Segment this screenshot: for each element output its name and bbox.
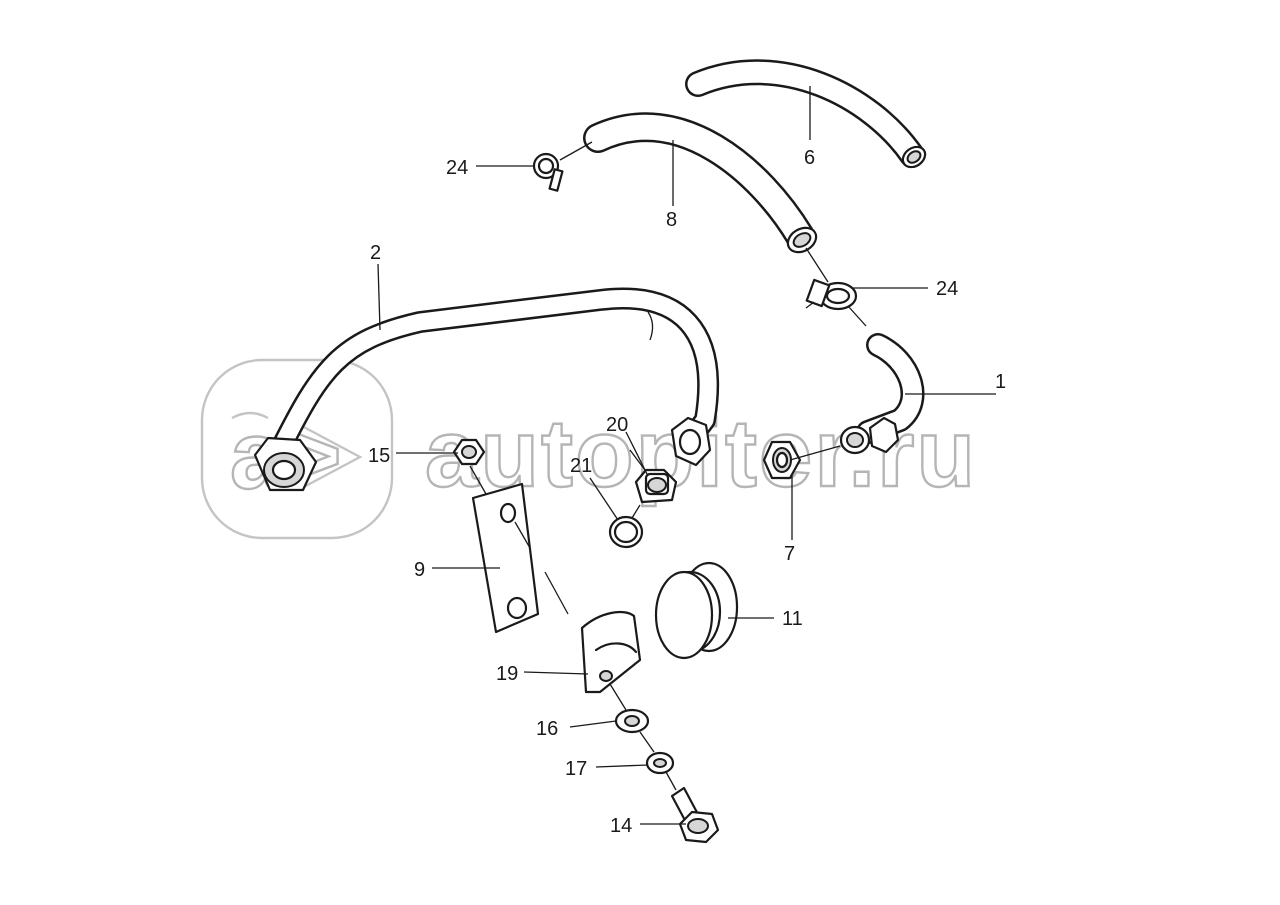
callout-21: 21 bbox=[570, 455, 592, 477]
callout-11: 11 bbox=[782, 608, 803, 630]
part-24-clamp-lower bbox=[805, 278, 858, 311]
callout-6: 6 bbox=[804, 147, 815, 169]
callout-19: 19 bbox=[496, 663, 518, 685]
callout-24-lower: 24 bbox=[936, 278, 958, 300]
callout-20: 20 bbox=[606, 414, 628, 436]
callout-9: 9 bbox=[414, 559, 425, 581]
callout-2: 2 bbox=[370, 242, 381, 264]
part-21-washer bbox=[608, 515, 644, 549]
part-15-nut bbox=[452, 438, 486, 466]
callout-7: 7 bbox=[784, 543, 795, 565]
part-1-pipe bbox=[839, 333, 925, 455]
watermark-logo-frame bbox=[200, 358, 394, 540]
part-11-grommet bbox=[654, 561, 739, 660]
part-6-hose bbox=[685, 59, 927, 169]
callout-15: 15 bbox=[368, 445, 390, 467]
part-2-pipe bbox=[253, 287, 720, 492]
callout-1: 1 bbox=[995, 371, 1006, 393]
part-16-washer bbox=[614, 708, 650, 734]
callout-16: 16 bbox=[536, 718, 558, 740]
callouts: 1 2 6 7 8 9 11 14 15 16 17 19 20 21 24 2… bbox=[368, 147, 1006, 837]
callout-8: 8 bbox=[666, 209, 677, 231]
part-7-nut bbox=[762, 440, 802, 480]
callout-24-upper: 24 bbox=[446, 157, 468, 179]
part-24-clamp-upper bbox=[532, 152, 564, 192]
part-9-bracket bbox=[471, 482, 540, 634]
assembly-lines bbox=[469, 141, 867, 791]
watermark-logo-arrow bbox=[231, 411, 363, 491]
part-20-fitting bbox=[634, 468, 678, 504]
part-19-clip bbox=[580, 610, 642, 694]
callout-17: 17 bbox=[565, 758, 587, 780]
part-8-hose bbox=[583, 112, 818, 254]
part-17-washer bbox=[645, 751, 675, 775]
leader-lines bbox=[377, 86, 996, 825]
callout-14: 14 bbox=[610, 815, 632, 837]
part-14-bolt bbox=[670, 786, 720, 844]
